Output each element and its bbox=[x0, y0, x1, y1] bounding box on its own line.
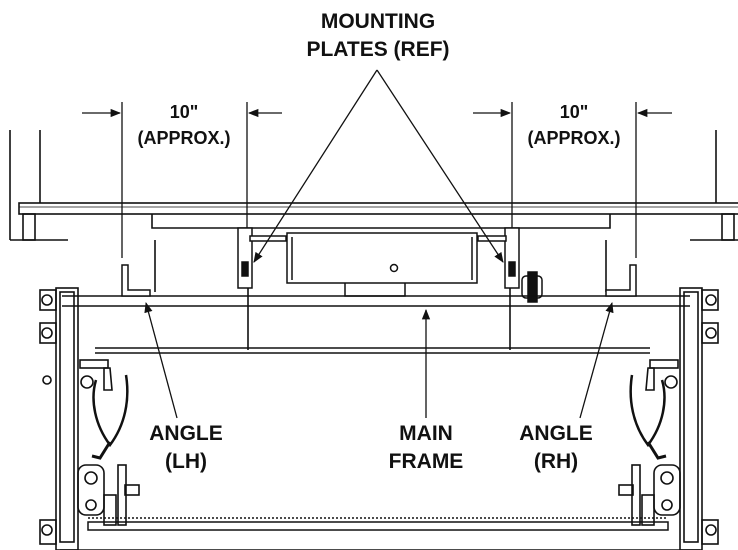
bottom-bar bbox=[60, 517, 700, 550]
small-wheel bbox=[521, 271, 543, 303]
mounting-plates-label-line1: MOUNTING bbox=[321, 10, 435, 33]
main-frame-label-line1: MAIN bbox=[399, 422, 453, 445]
main-frame bbox=[62, 288, 690, 354]
mounting-plate-left bbox=[237, 227, 253, 289]
mounting-plate-right bbox=[504, 227, 520, 289]
angle-rh-label-line2: (RH) bbox=[534, 450, 578, 473]
top-deck bbox=[9, 130, 738, 292]
mounting-plates-label-line2: PLATES (REF) bbox=[306, 38, 449, 61]
angle-rh-label-line1: ANGLE bbox=[519, 422, 593, 445]
right-side-assembly bbox=[618, 287, 719, 550]
angle-lh-label-line1: ANGLE bbox=[149, 422, 223, 445]
dimension-right bbox=[473, 102, 672, 258]
dim-left-value: 10" bbox=[170, 102, 199, 122]
leader-lines bbox=[144, 69, 614, 419]
angle-lh-part bbox=[121, 264, 151, 297]
left-side-assembly bbox=[39, 287, 140, 550]
angle-lh-label-line2: (LH) bbox=[165, 450, 207, 473]
dim-right-note: (APPROX.) bbox=[527, 128, 620, 148]
dim-left-note: (APPROX.) bbox=[137, 128, 230, 148]
dim-right-value: 10" bbox=[560, 102, 589, 122]
center-box bbox=[249, 232, 507, 297]
main-frame-label-line2: FRAME bbox=[389, 450, 464, 473]
angle-rh-part bbox=[605, 264, 637, 297]
